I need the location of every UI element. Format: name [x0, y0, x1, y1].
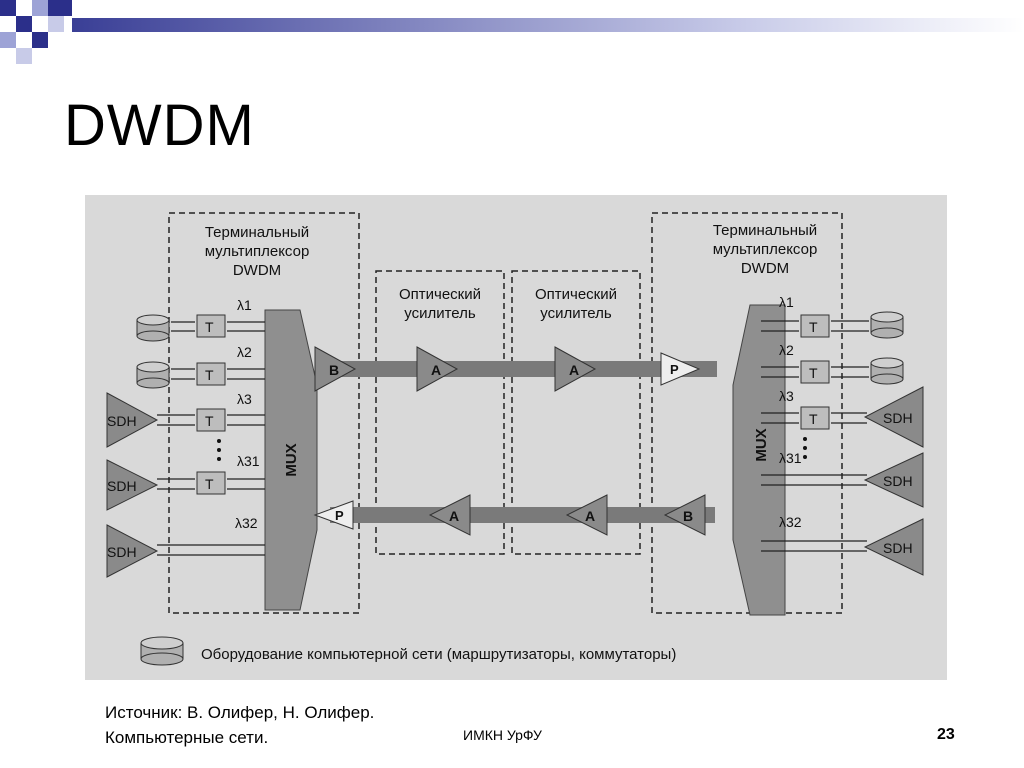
- preamp-left-shape: [313, 500, 354, 530]
- transponder-right-3: [800, 406, 830, 430]
- sdh-left-2-label: SDH: [107, 478, 137, 494]
- network-device-right-2: [870, 357, 904, 385]
- left-terminal-title-1: Терминальный: [205, 224, 309, 241]
- lambda-left-3: λ3: [237, 391, 252, 407]
- network-device-left-2: [136, 361, 170, 389]
- sdh-left-3: [106, 524, 159, 578]
- booster-right: [663, 494, 706, 536]
- left-terminal-box: [168, 212, 360, 614]
- lambda-right-2: λ2: [779, 342, 794, 358]
- transponder-right-1-label: T: [809, 319, 818, 335]
- amp2-box: [511, 270, 641, 555]
- dwdm-diagram: Терминальный мультиплексор DWDM Терминал…: [85, 195, 947, 680]
- legend-device-icon: [140, 636, 184, 666]
- lambda-left-2: λ2: [237, 344, 252, 360]
- transponder-left-3-label: T: [205, 413, 214, 429]
- amp2-title-2: усилитель: [540, 305, 612, 322]
- booster-right-label: B: [683, 508, 693, 524]
- lambda-left-1: λ1: [237, 297, 252, 313]
- right-terminal-title-3: DWDM: [741, 260, 789, 277]
- lambda-left-31: λ31: [237, 453, 260, 469]
- network-device-left-1: [136, 314, 170, 342]
- sdh-right-3: [863, 518, 924, 576]
- right-channel-lines: [761, 320, 869, 552]
- sdh-right-3-label: SDH: [883, 540, 913, 556]
- left-mux: [264, 309, 318, 611]
- right-terminal-title-2: мультиплексор: [713, 241, 818, 258]
- network-device-right-1: [870, 311, 904, 339]
- left-terminal-title-3: DWDM: [233, 262, 281, 279]
- lambda-right-3: λ3: [779, 388, 794, 404]
- amp-forward-2: [554, 346, 597, 392]
- page-title: DWDM: [64, 93, 255, 158]
- transponder-right-3-label: T: [809, 411, 818, 427]
- sdh-left-2: [106, 459, 159, 511]
- source-line-1: Источник: В. Олифер, Н. Олифер.: [105, 703, 375, 722]
- source-citation: Источник: В. Олифер, Н. Олифер. Компьюте…: [105, 700, 374, 750]
- legend-text: Оборудование компьютерной сети (маршрути…: [201, 646, 676, 663]
- transponder-left-2-label: T: [205, 367, 214, 383]
- booster-left: [314, 346, 357, 392]
- amp-return-1-label: A: [449, 508, 459, 524]
- right-mux: [732, 304, 786, 616]
- amp1-title-1: Оптический: [399, 286, 481, 303]
- amp2-title-1: Оптический: [535, 286, 617, 303]
- transponder-right-1: [800, 314, 830, 338]
- amp1-title-2: усилитель: [404, 305, 476, 322]
- lambda-right-31: λ31: [779, 450, 802, 466]
- sdh-right-2: [863, 452, 924, 508]
- header-gradient-bar: [72, 18, 1024, 32]
- transponder-left-1-label: T: [205, 319, 214, 335]
- lambda-right-1: λ1: [779, 294, 794, 310]
- booster-left-label: B: [329, 362, 339, 378]
- transponder-left-3: [196, 408, 226, 432]
- sdh-right-2-label: SDH: [883, 473, 913, 489]
- sdh-right-1-label: SDH: [883, 410, 913, 426]
- amp-return-2-label: A: [585, 508, 595, 524]
- transponder-left-1: [196, 314, 226, 338]
- preamp-right-label: P: [670, 362, 679, 377]
- fiber-return: [330, 507, 715, 523]
- transponder-left-4: [196, 471, 226, 495]
- amp-forward-1: [416, 346, 459, 392]
- ellipsis-dots-left: [217, 439, 221, 461]
- lambda-left-32: λ32: [235, 515, 258, 531]
- preamp-right: [660, 352, 701, 386]
- left-mux-label: MUX: [283, 443, 300, 476]
- source-line-2: Компьютерные сети.: [105, 728, 269, 747]
- sdh-left-3-label: SDH: [107, 544, 137, 560]
- sdh-right-1: [863, 386, 924, 448]
- transponder-left-2: [196, 362, 226, 386]
- transponder-right-2: [800, 360, 830, 384]
- left-terminal-title-2: мультиплексор: [205, 243, 310, 260]
- preamp-left-label: P: [335, 508, 344, 523]
- transponder-left-4-label: T: [205, 476, 214, 492]
- amp-forward-1-label: A: [431, 362, 441, 378]
- amp1-box: [375, 270, 505, 555]
- sdh-left-1: [106, 392, 159, 448]
- ellipsis-dots-right: [803, 437, 807, 459]
- left-channel-lines: [157, 321, 265, 556]
- amp-return-2: [565, 494, 608, 536]
- sdh-left-1-label: SDH: [107, 413, 137, 429]
- right-terminal-title-1: Терминальный: [713, 222, 817, 239]
- lambda-right-32: λ32: [779, 514, 802, 530]
- transponder-right-2-label: T: [809, 365, 818, 381]
- footer-institution: ИМКН УрФУ: [463, 727, 542, 743]
- amp-return-1: [428, 494, 471, 536]
- amp-forward-2-label: A: [569, 362, 579, 378]
- fiber-forward: [317, 361, 717, 377]
- page-number: 23: [937, 726, 955, 743]
- right-mux-label: MUX: [753, 428, 770, 461]
